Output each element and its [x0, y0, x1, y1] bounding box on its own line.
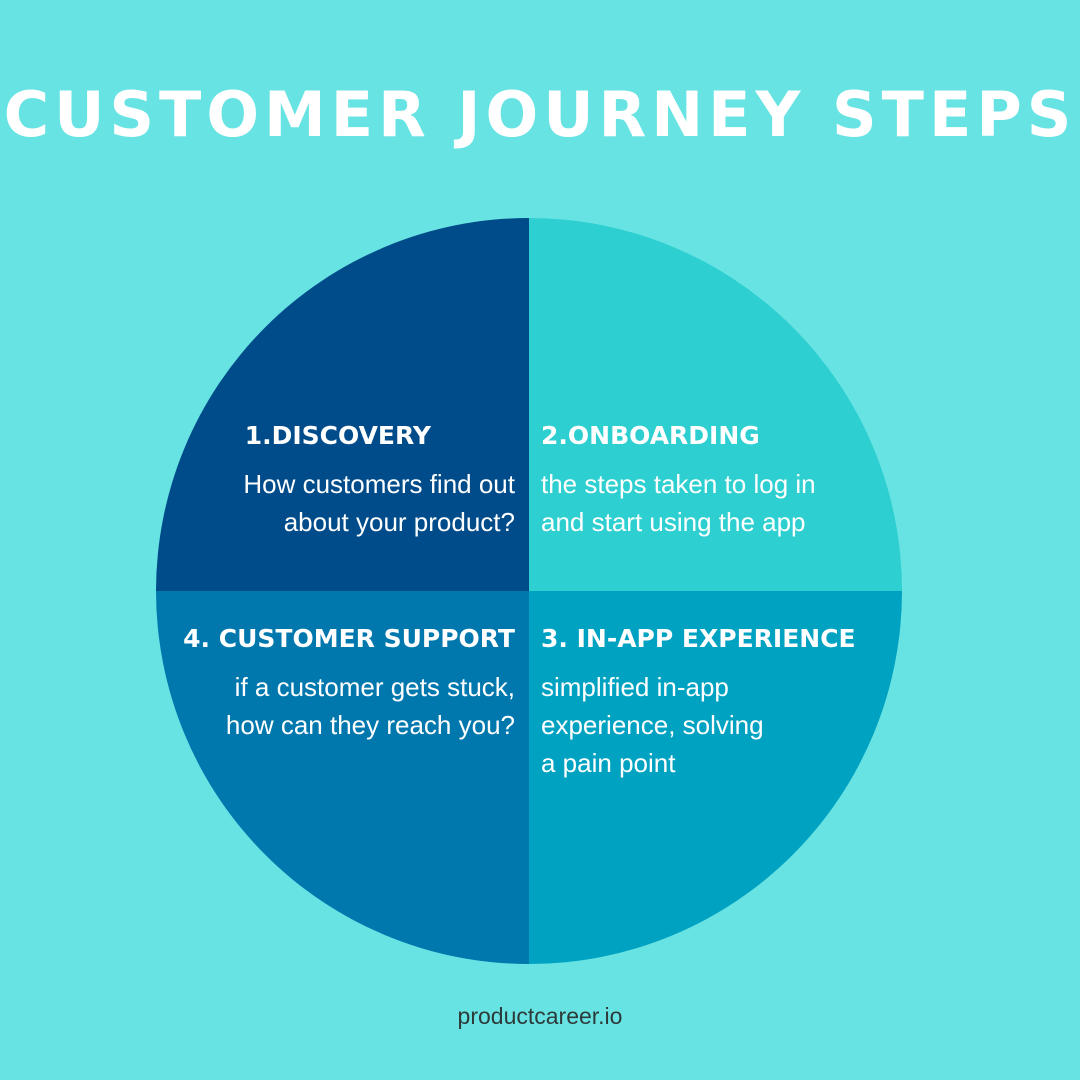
quadrant-customer-support-shape — [156, 591, 529, 964]
quadrant-discovery-shape — [156, 218, 529, 591]
quadrant-customer-support-description: if a customer gets stuck, how can they r… — [225, 672, 515, 740]
quadrant-in-app-experience-title: 3. IN-APP EXPERIENCE — [541, 624, 856, 653]
quadrant-in-app-experience: 3. IN-APP EXPERIENCE simplified in-app e… — [541, 624, 881, 782]
quadrant-in-app-experience-shape — [529, 591, 902, 964]
page-title: CUSTOMER JOURNEY STEPS — [3, 78, 1077, 151]
quadrant-customer-support: 4. CUSTOMER SUPPORT if a customer gets s… — [155, 624, 515, 744]
quadrant-customer-support-title: 4. CUSTOMER SUPPORT — [183, 624, 515, 653]
quadrant-onboarding: 2.ONBOARDING the steps taken to log in a… — [541, 421, 881, 541]
quadrant-onboarding-title: 2.ONBOARDING — [541, 421, 760, 450]
footer-site-label: productcareer.io — [457, 1003, 623, 1029]
quadrant-onboarding-description: the steps taken to log in and start usin… — [541, 469, 816, 537]
quadrant-in-app-experience-description: simplified in-app experience, solving a … — [541, 672, 764, 778]
quadrant-onboarding-shape — [529, 218, 902, 591]
quadrant-discovery-description: How customers find out about your produc… — [243, 469, 515, 537]
quadrant-discovery: 1.DISCOVERY How customers find out about… — [175, 421, 515, 541]
quadrant-discovery-title: 1.DISCOVERY — [244, 421, 431, 450]
